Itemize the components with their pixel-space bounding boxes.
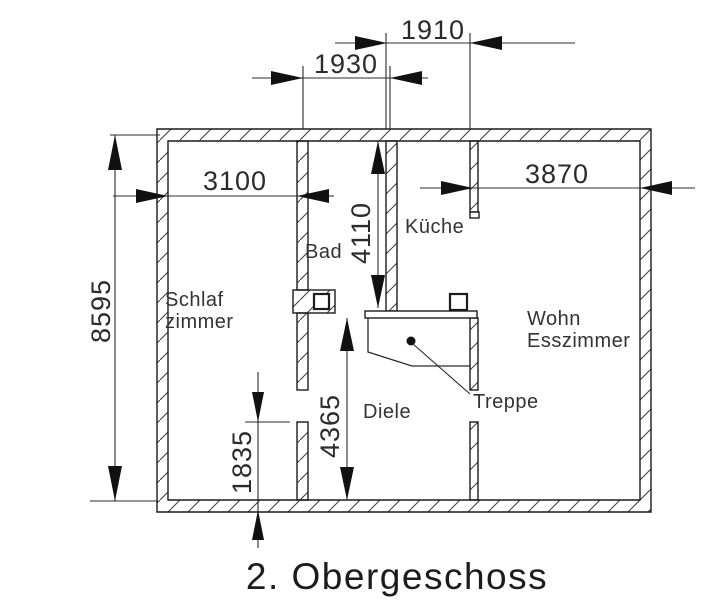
dimension-1910: 1910 bbox=[335, 15, 575, 50]
label-schlafzimmer-line2: zimmer bbox=[165, 311, 234, 333]
dimension-3100: 3100 bbox=[113, 166, 334, 203]
dimension-8595: 8595 bbox=[86, 135, 122, 501]
label-bad: Bad bbox=[305, 241, 342, 263]
label-schlafzimmer-line1: Schlaf bbox=[165, 289, 224, 311]
staircase bbox=[367, 318, 471, 395]
exterior-wall bbox=[156, 128, 652, 513]
bad-door-post bbox=[312, 292, 331, 311]
dim-label-8595: 8595 bbox=[86, 279, 116, 343]
stair-outline bbox=[367, 318, 470, 367]
dim-label-1910: 1910 bbox=[401, 15, 465, 45]
label-wohn-line2: Esszimmer bbox=[527, 330, 630, 352]
treppe-leader-line bbox=[412, 343, 471, 395]
stair-marker-dot bbox=[406, 336, 416, 346]
wall-kueche-foot bbox=[469, 211, 480, 219]
dim-label-3100: 3100 bbox=[203, 166, 267, 196]
wall-schlafzimmer-bad bbox=[296, 140, 309, 291]
wall-bad-kueche bbox=[385, 140, 398, 312]
wall-schlafzimmer-diele-lower bbox=[296, 421, 309, 501]
dim-label-4365: 4365 bbox=[315, 394, 345, 458]
kueche-door-post bbox=[448, 292, 469, 312]
stair-landing-ledge bbox=[364, 310, 478, 319]
room-labels: Schlaf zimmer Bad Küche Wohn Esszimmer D… bbox=[165, 216, 630, 423]
label-treppe: Treppe bbox=[473, 391, 539, 413]
label-kueche: Küche bbox=[405, 216, 464, 238]
dim-label-4110: 4110 bbox=[346, 202, 376, 264]
plan-title: 2. Obergeschoss bbox=[246, 556, 548, 597]
dimension-1835: 1835 bbox=[227, 372, 264, 548]
dimensions: 1910 1930 3100 3870 8595 bbox=[86, 15, 695, 548]
label-diele: Diele bbox=[363, 401, 411, 423]
wall-schlafzimmer-diele-upper bbox=[296, 312, 309, 391]
label-wohn-line1: Wohn bbox=[527, 308, 581, 330]
walls bbox=[156, 128, 652, 513]
dimension-4365: 4365 bbox=[315, 318, 354, 500]
dimension-4110: 4110 bbox=[346, 141, 385, 308]
dim-label-3870: 3870 bbox=[525, 159, 589, 189]
dim-label-1930: 1930 bbox=[314, 49, 378, 79]
dim-label-1835: 1835 bbox=[227, 430, 257, 494]
wall-kueche-wohn-upper bbox=[469, 140, 479, 213]
dimension-1930: 1930 bbox=[252, 49, 428, 85]
wall-diele-wohn-upper bbox=[469, 317, 479, 391]
dimension-3870: 3870 bbox=[420, 159, 695, 195]
wall-diele-wohn-lower bbox=[469, 421, 479, 501]
